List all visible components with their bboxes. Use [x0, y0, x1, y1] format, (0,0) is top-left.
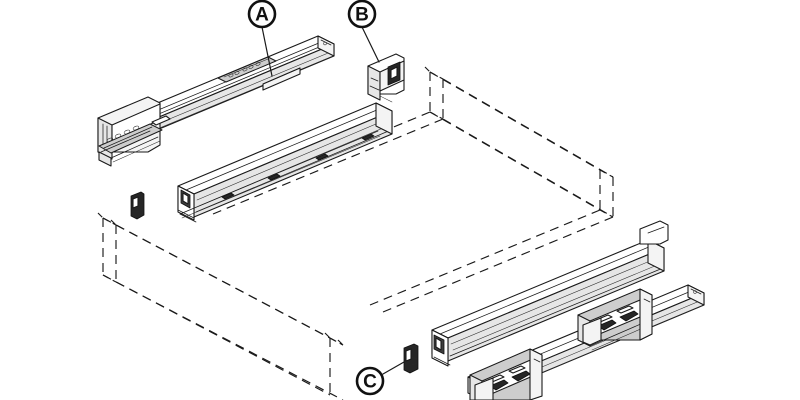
callout-b-circle — [347, 0, 377, 29]
callout-c-label: C — [363, 372, 377, 393]
mounting-clip-left — [130, 191, 145, 220]
release-lever-left — [469, 348, 543, 400]
cabinet-panel-left — [97, 212, 344, 400]
callout-a-circle — [247, 0, 277, 29]
slide-profile-left-end — [177, 185, 197, 223]
upper-slide-rail — [97, 35, 335, 167]
callout-c-leader — [382, 361, 405, 375]
lower-slide-profile — [177, 53, 405, 223]
callout-a-label: A — [255, 5, 269, 26]
mounting-clip-right — [403, 343, 419, 374]
callout-c-circle — [355, 366, 385, 396]
callout-b-leader — [361, 26, 380, 63]
slide-profile-right-end — [367, 53, 405, 135]
callout-a[interactable]: A — [247, 0, 277, 77]
callout-b[interactable]: B — [347, 0, 380, 63]
slide-rail-right — [467, 284, 705, 400]
callout-c[interactable]: C — [355, 361, 405, 396]
slide-profile-right — [431, 220, 669, 367]
stamp-marks — [228, 62, 261, 78]
callout-b-label: B — [355, 5, 369, 26]
release-lever-right — [577, 288, 653, 351]
callout-a-leader — [261, 26, 273, 77]
slide-rail-left-bracket — [97, 96, 171, 167]
